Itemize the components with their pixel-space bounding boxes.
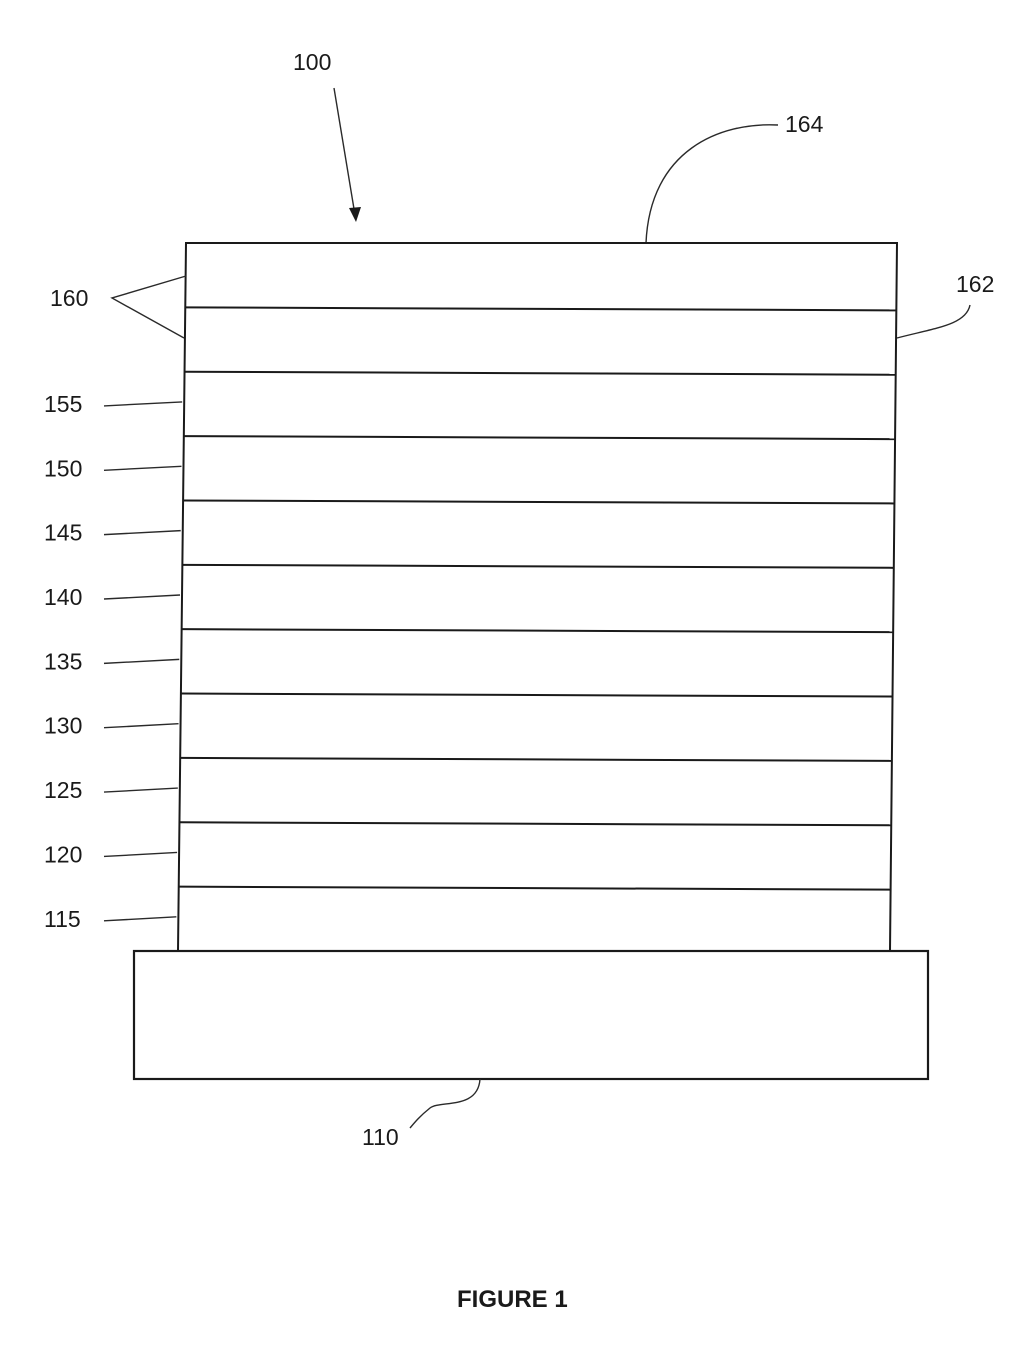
layer-leader <box>104 531 181 535</box>
layer-stack <box>178 243 897 951</box>
pair-bracket <box>112 276 186 338</box>
layer-divider <box>182 629 894 632</box>
layer-leader <box>104 917 176 921</box>
figure-caption: FIGURE 1 <box>457 1286 568 1313</box>
layer-label: 125 <box>44 777 82 803</box>
layer-divider <box>182 565 893 568</box>
layer-divider <box>185 307 896 310</box>
layer-divider <box>179 822 891 825</box>
layer-label: 150 <box>44 455 82 481</box>
layer-labels: 115 120 125 130 135 140 145 150 155 <box>44 391 182 932</box>
side-surface-leader <box>897 305 970 338</box>
layer-label: 115 <box>44 906 81 932</box>
layer-label: 120 <box>44 841 82 867</box>
layer-leader <box>104 659 179 663</box>
layer-label: 130 <box>44 713 82 739</box>
layer-leader <box>104 595 180 599</box>
device-label: 100 <box>293 49 331 75</box>
layer-label: 135 <box>44 648 82 674</box>
layer-leader <box>104 402 182 406</box>
layer-divider <box>184 436 895 439</box>
side-surface-label: 162 <box>956 271 994 297</box>
substrate-label: 110 <box>362 1124 399 1150</box>
substrate <box>134 951 928 1079</box>
layer-leader <box>104 788 178 792</box>
layer-leader <box>104 466 181 470</box>
layer-divider <box>180 758 892 761</box>
pair-label: 160 <box>50 285 88 311</box>
layer-label: 145 <box>44 520 82 546</box>
layer-divider <box>179 887 891 890</box>
layer-divider <box>185 372 896 375</box>
layer-label: 155 <box>44 391 82 417</box>
device-arrow <box>334 88 355 215</box>
layer-divider <box>183 500 894 503</box>
layer-leader <box>104 724 179 728</box>
layer-label: 140 <box>44 584 82 610</box>
top-surface-leader <box>646 125 778 243</box>
layer-leader <box>104 852 177 856</box>
layer-divider <box>181 694 893 697</box>
top-surface-label: 164 <box>785 111 824 137</box>
device-arrowhead <box>349 207 361 222</box>
layer-stack-outline <box>178 243 897 951</box>
substrate-leader <box>410 1079 480 1128</box>
